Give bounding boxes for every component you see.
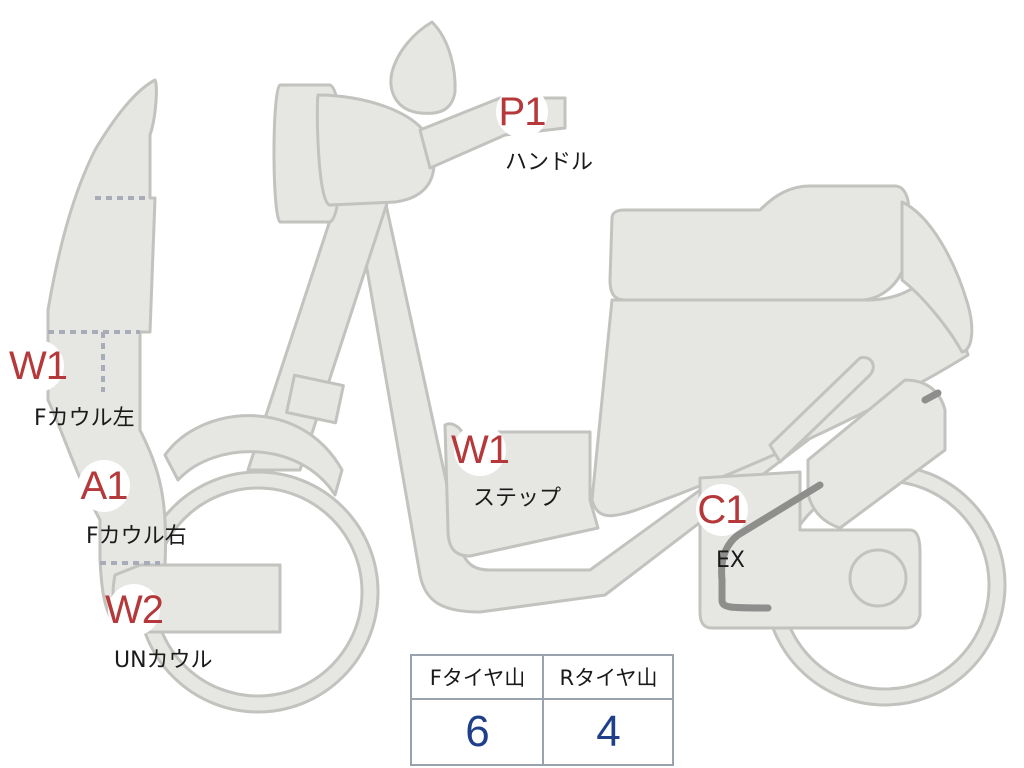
caption-front-cowl-right: Fカウル右	[86, 524, 187, 549]
tire-tread-table: Fタイヤ山 6 Rタイヤ山 4	[410, 654, 674, 766]
caption-under-cowl: UNカウル	[114, 648, 213, 673]
exhaust-pipe	[718, 481, 824, 612]
handlebar-body	[315, 93, 436, 207]
rear-hub	[848, 548, 908, 608]
rear-tire-value: 4	[596, 707, 621, 756]
badge-c1-exhaust: C1	[696, 484, 748, 536]
caption-front-cowl-left: Fカウル左	[34, 406, 135, 431]
rear-tire-column: Rタイヤ山 4	[543, 656, 674, 764]
badge-w1-front-cowl-left: W1	[9, 340, 68, 392]
badge-a1-front-cowl-right: A1	[78, 460, 130, 512]
steering-collar	[285, 373, 345, 425]
front-fender	[163, 414, 344, 497]
caption-step: ステップ	[473, 486, 562, 511]
rear-tire-header: Rタイヤ山	[543, 656, 674, 700]
badge-w2-under-cowl: W2	[105, 584, 164, 636]
front-tire-column: Fタイヤ山 6	[412, 656, 543, 764]
caption-exhaust: EX	[716, 548, 745, 573]
windscreen	[389, 20, 457, 115]
swing-arm	[768, 355, 875, 464]
front-tire-header: Fタイヤ山	[412, 656, 543, 700]
badge-p1-handle: P1	[496, 86, 548, 138]
exhaust-pipe-end	[921, 389, 942, 404]
rear-fender	[900, 200, 974, 354]
seat	[608, 184, 910, 302]
rear-shock	[806, 378, 947, 530]
badge-w1-step: W1	[451, 424, 510, 476]
table-divider	[542, 656, 544, 764]
front-tire-value: 6	[465, 707, 490, 756]
caption-handle: ハンドル	[505, 150, 594, 175]
